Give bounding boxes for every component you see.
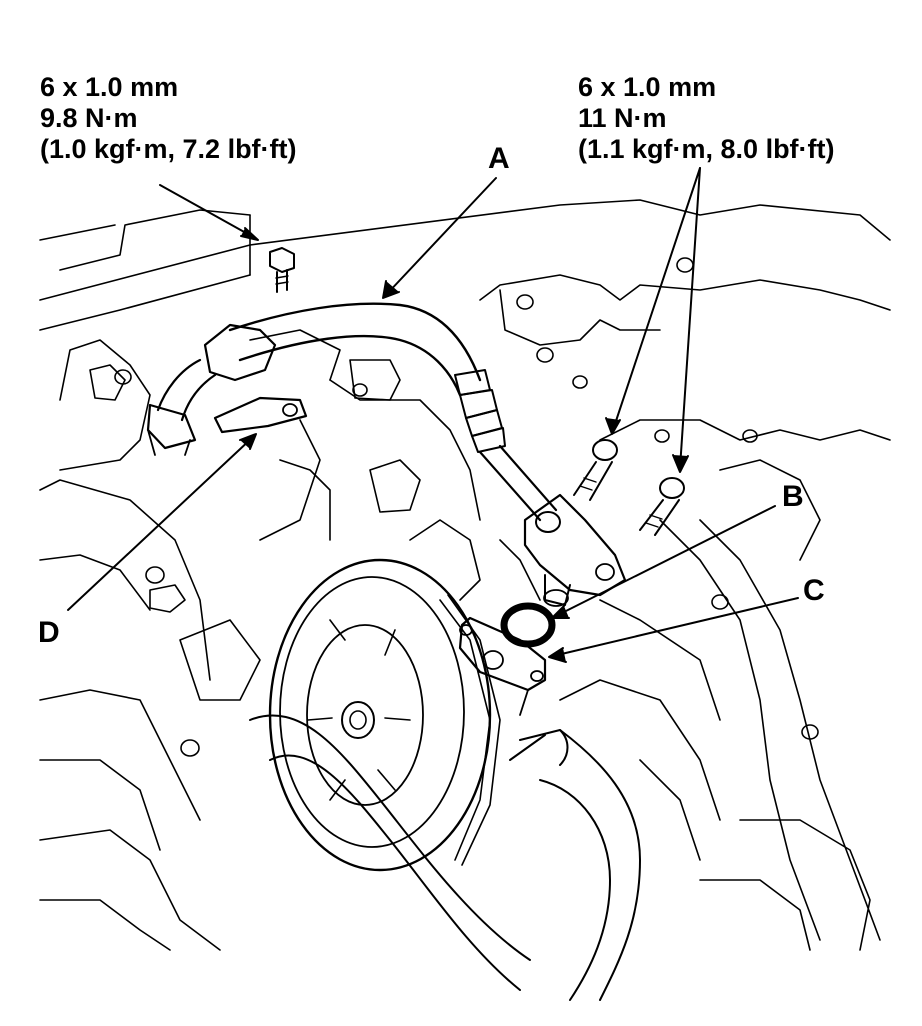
engine-block-outline: [39, 199, 891, 951]
pressure-hose-a: [146, 302, 627, 607]
torque-alt-right: (1.1 kgf·m, 8.0 lbf·ft): [578, 134, 835, 164]
leader-right-spec-1: [612, 167, 701, 431]
flange-c: [458, 616, 547, 716]
torque-value-left: 9.8 N·m: [40, 103, 138, 133]
leader-a: [384, 177, 497, 297]
leader-c: [552, 597, 799, 657]
torque-spec-right: 6 x 1.0 mm 11 N·m (1.1 kgf·m, 8.0 lbf·ft…: [578, 72, 835, 165]
block-bolt-heads: [114, 257, 819, 757]
bolt-left: [269, 247, 295, 293]
leader-b: [555, 505, 776, 617]
crankshaft-pulley: [268, 558, 501, 872]
leader-d: [67, 436, 254, 611]
torque-value-right: 11 N·m: [578, 103, 667, 133]
bolt-right-lower: [639, 477, 685, 536]
lower-hoses: [249, 714, 641, 1001]
torque-alt-left: (1.0 kgf·m, 7.2 lbf·ft): [40, 134, 297, 164]
o-ring-b: [500, 602, 556, 648]
callout-a: A: [488, 142, 510, 175]
callout-c: C: [803, 574, 825, 607]
bolt-size-right: 6 x 1.0 mm: [578, 72, 717, 102]
bolt-size-left: 6 x 1.0 mm: [40, 72, 179, 102]
leader-right-spec-2: [679, 167, 701, 469]
bolt-right-upper: [573, 439, 618, 501]
leader-lines: [67, 167, 799, 663]
leader-left-spec: [159, 184, 256, 239]
callout-b: B: [782, 480, 804, 513]
callout-d: D: [38, 616, 60, 649]
torque-spec-left: 6 x 1.0 mm 9.8 N·m (1.0 kgf·m, 7.2 lbf·f…: [40, 72, 297, 165]
